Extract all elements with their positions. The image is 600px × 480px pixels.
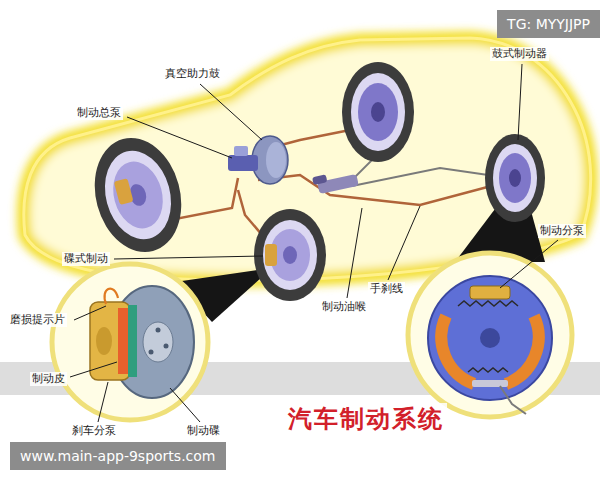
part-label: 制动皮 [30, 372, 67, 386]
brake-pad [118, 308, 128, 374]
zoom-circle [408, 253, 572, 417]
diagram-title: 汽车制动系统 [285, 403, 447, 435]
caliper [114, 178, 134, 205]
front-left-wheel [82, 128, 193, 262]
brake-drum [358, 83, 398, 141]
return-spring [458, 301, 518, 306]
booster-master-cylinder [228, 136, 288, 184]
wear-indicator [105, 289, 118, 304]
fluid-reservoir [234, 146, 248, 156]
leader-line [70, 362, 117, 377]
watermark-text: www.main-app-9sports.com [10, 442, 226, 470]
leader-line [114, 256, 263, 259]
disc-hub [143, 322, 173, 362]
part-label: 制动碟 [185, 424, 222, 438]
part-label: 制动油喉 [320, 300, 368, 314]
bolt [149, 350, 154, 355]
hub [509, 169, 521, 187]
leader-line [347, 208, 362, 298]
part-label: 手刹线 [368, 282, 405, 296]
leader-line [98, 382, 108, 422]
front-right-wheel [254, 209, 326, 301]
brake-drum [499, 153, 531, 203]
tire [485, 134, 545, 222]
caliper-piston [96, 327, 112, 355]
rim [493, 144, 537, 212]
rear-right-wheel [485, 134, 545, 222]
watermark-text: TG: MYYJJPP [497, 10, 600, 38]
vacuum-booster-face [266, 142, 286, 178]
part-label: 碟式制动 [62, 252, 110, 266]
brake-shoe [506, 316, 539, 384]
part-label: 制动总泵 [75, 106, 123, 120]
handbrake-cable [500, 386, 526, 414]
leader-line [500, 240, 558, 288]
bolt [156, 328, 161, 333]
drum-brake-zoom [408, 253, 572, 417]
caliper [265, 244, 277, 266]
brake-pad-backing [128, 305, 137, 377]
return-spring [468, 368, 508, 372]
leader-line [127, 117, 232, 158]
part-label: 真空助力鼓 [163, 67, 222, 81]
hub [371, 102, 385, 122]
tire [82, 128, 193, 262]
leader-line [170, 388, 200, 422]
adjuster [472, 380, 508, 387]
hub [480, 328, 500, 348]
hub [283, 246, 297, 264]
part-label: 磨损提示片 [8, 313, 67, 327]
tire [342, 62, 414, 162]
bolt [164, 344, 169, 349]
brake-shoe [441, 316, 474, 384]
leader-line [518, 64, 522, 140]
handbrake-cable [352, 168, 495, 186]
tire [254, 209, 326, 301]
rim [95, 143, 180, 246]
rim [263, 220, 317, 290]
zoom-circle [52, 264, 208, 420]
leader-lines [70, 64, 558, 422]
brake-disc [106, 156, 170, 234]
leader-line [74, 306, 106, 320]
leader-line [388, 206, 420, 280]
part-label: 鼓式制动器 [490, 47, 549, 61]
car-body-glow [24, 38, 591, 280]
lever-handle [312, 174, 327, 185]
disc-brake-zoom [52, 264, 208, 420]
backing-plate [428, 276, 552, 400]
car-body-outline [24, 38, 591, 280]
master-cylinder [228, 155, 258, 171]
rim [351, 73, 405, 151]
rear-left-wheel [342, 62, 414, 162]
brake-line [258, 175, 495, 205]
leader-line [200, 84, 262, 140]
wheel-cylinder [470, 286, 510, 299]
part-label: 刹车分泵 [70, 424, 118, 438]
handbrake-lever [312, 174, 359, 194]
part-label: 制动分泵 [538, 224, 586, 238]
